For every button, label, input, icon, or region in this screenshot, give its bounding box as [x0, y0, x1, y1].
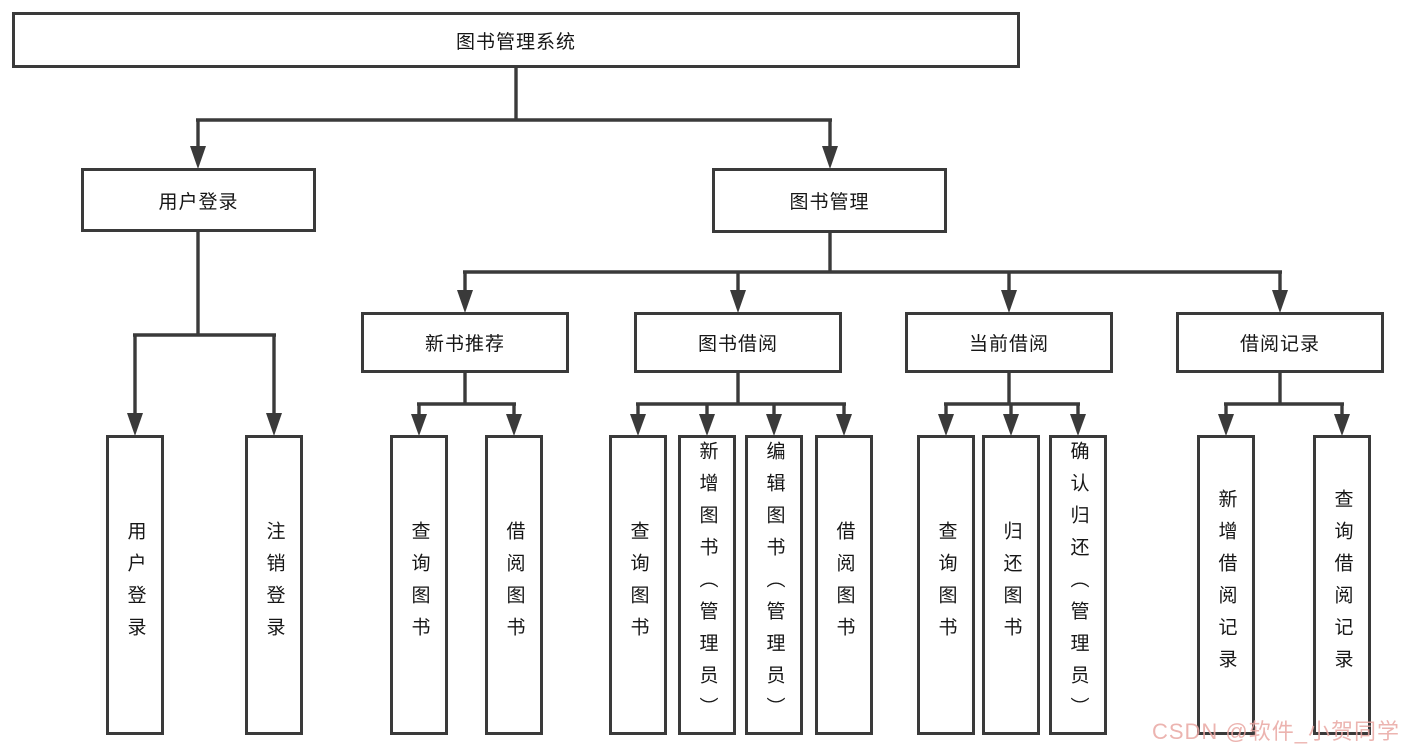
node-label: 借阅记录	[1239, 334, 1320, 355]
node-book-management-branch: 图书管理	[712, 168, 947, 233]
leaf-add-borrow-record: 新增借阅记录	[1197, 435, 1255, 735]
leaf-confirm-return-admin: 确认归还（管理员）	[1049, 435, 1107, 735]
leaf-query-borrow-record: 查询借阅记录	[1313, 435, 1371, 735]
node-label: 新书推荐	[424, 334, 505, 355]
leaf-label: 确认归还（管理员）	[1067, 441, 1089, 729]
leaf-label: 编辑图书（管理员）	[763, 441, 785, 729]
leaf-return-books: 归还图书	[982, 435, 1040, 735]
node-new-book-recommend: 新书推荐	[361, 312, 569, 373]
leaf-label: 查询图书	[627, 521, 649, 649]
leaf-label: 新增借阅记录	[1215, 489, 1237, 681]
leaf-borrow-books: 借阅图书	[815, 435, 873, 735]
connector-login-branch	[127, 232, 282, 436]
node-label: 当前借阅	[968, 334, 1049, 355]
node-borrowing-records: 借阅记录	[1176, 312, 1384, 373]
leaf-label: 归还图书	[1000, 521, 1022, 649]
connector-borrow-group	[630, 373, 852, 436]
node-root-label: 图书管理系统	[455, 31, 576, 53]
leaf-query-books-borrow: 查询图书	[609, 435, 667, 735]
csdn-watermark: CSDN @软件_小贺同学	[1151, 719, 1400, 744]
node-label: 图书借阅	[697, 334, 778, 355]
node-user-login-branch: 用户登录	[81, 168, 316, 232]
leaf-label: 注销登录	[263, 521, 285, 649]
leaf-query-books-current: 查询图书	[917, 435, 975, 735]
leaf-logout: 注销登录	[245, 435, 303, 735]
leaf-label: 新增图书（管理员）	[696, 441, 718, 729]
leaf-add-books-admin: 新增图书（管理员）	[678, 435, 736, 735]
node-label: 图书管理	[789, 192, 870, 213]
connector-current-group	[938, 373, 1086, 436]
node-current-borrowing: 当前借阅	[905, 312, 1113, 373]
leaf-label: 查询借阅记录	[1331, 489, 1353, 681]
leaf-label: 借阅图书	[833, 521, 855, 649]
node-root-system: 图书管理系统	[12, 12, 1020, 68]
leaf-label: 查询图书	[935, 521, 957, 649]
leaf-label: 用户登录	[124, 521, 146, 649]
leaf-borrow-books-recommend: 借阅图书	[485, 435, 543, 735]
leaf-edit-books-admin: 编辑图书（管理员）	[745, 435, 803, 735]
leaf-label: 借阅图书	[503, 521, 525, 649]
node-label: 用户登录	[158, 191, 239, 213]
leaf-query-books-recommend: 查询图书	[390, 435, 448, 735]
connector-management-branch	[457, 233, 1288, 313]
leaf-user-login: 用户登录	[106, 435, 164, 735]
connector-new-book-group	[411, 373, 522, 436]
connector-records-group	[1218, 373, 1350, 436]
node-book-borrowing: 图书借阅	[634, 312, 842, 373]
connector-root-to-level2	[190, 68, 838, 169]
leaf-label: 查询图书	[408, 521, 430, 649]
